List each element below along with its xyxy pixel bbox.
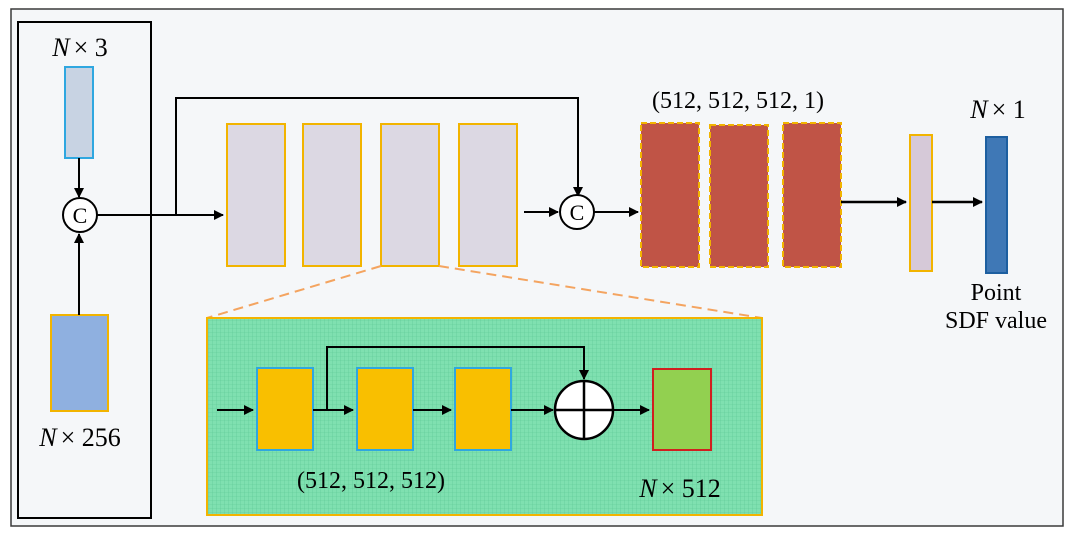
mlp-layer-1: [640, 122, 700, 268]
encoder-layer-3: [380, 123, 440, 267]
zoom-line-right: [438, 265, 763, 319]
zoom-line-left: [206, 265, 382, 319]
input-feature-label: N× 256: [38, 423, 121, 452]
encoder-layer-1: [226, 123, 286, 267]
xyz-input-block: [64, 66, 94, 159]
residual-skip-path: [326, 346, 589, 410]
output-caption-line-1: Point: [971, 280, 1022, 306]
residual-layer-2: [356, 367, 414, 451]
output-block: [985, 136, 1008, 274]
encoder-layer-4: [458, 123, 518, 267]
output-caption-line-2: SDF value: [945, 308, 1047, 334]
output-dims-label: N× 1: [969, 95, 1026, 124]
concat-node-2-label: C: [570, 200, 585, 225]
mlp-layer-2: [709, 124, 769, 268]
residual-dims-label: (512, 512, 512): [297, 468, 445, 494]
encoder-layer-2: [302, 123, 362, 267]
mlp-layer-3: [782, 122, 842, 268]
residual-layer-3: [454, 367, 512, 451]
mlp-dims-label: (512, 512, 512, 1): [652, 88, 824, 114]
skip-connection-path: [175, 97, 583, 215]
feature-input-block: [50, 314, 109, 412]
residual-layer-1: [256, 367, 314, 451]
final-layer: [909, 134, 933, 272]
residual-output-block: [652, 368, 712, 451]
residual-output-dims-label: N× 512: [638, 474, 721, 503]
input-xyz-label: N× 3: [51, 33, 108, 62]
concat-node-1-label: C: [73, 203, 88, 228]
